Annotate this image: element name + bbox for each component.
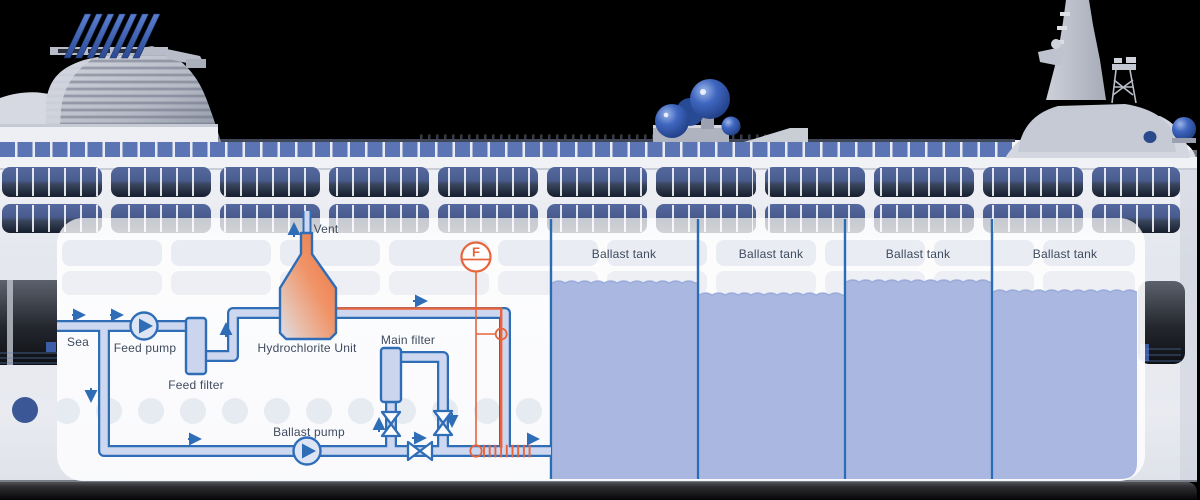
cabin-window-cluster [1092,167,1180,197]
lattice-tower [1111,57,1137,104]
hull-opening-right [1138,281,1185,364]
overlay-panel [57,218,1145,481]
deck-ramp [744,128,808,142]
cabin-window-mullions [1095,168,1177,196]
cabin-window-mullions [332,168,426,196]
cabin-window-cluster [220,167,320,197]
cabin-window-mullions [441,168,535,196]
bow-edge-shading [1180,150,1197,480]
exhaust-fins [63,13,161,59]
cabin-window-cluster [111,167,211,197]
cabin-window-cluster [983,167,1083,197]
cabin-window-cluster [874,167,974,197]
porthole [12,397,38,423]
hull-opening-left [0,280,57,365]
cabin-window-mullions [223,168,317,196]
cabin-window-mullions [5,168,99,196]
cabin-window-mullions [659,168,753,196]
promenade-band [0,157,1197,169]
cabin-window-mullions [986,168,1080,196]
cabin-window-cluster [2,167,102,197]
cabin-window-mullions [114,168,208,196]
cabin-window-cluster [438,167,538,197]
cabin-window-cluster [329,167,429,197]
cabin-window-mullions [550,168,644,196]
keel-strip [0,481,1197,500]
funnel [0,13,221,142]
deck-line [0,480,1197,482]
bow-dome [1172,117,1196,141]
deck-machinery [653,79,808,142]
radar-mast [1005,0,1196,158]
cabin-window-mullions [768,168,862,196]
deck-window-strip [0,142,1012,157]
strip-top-line [0,139,1015,142]
deck-slab [0,126,218,142]
cabin-window-cluster [765,167,865,197]
cabin-window-mullions [877,168,971,196]
mooring-dome [1143,131,1157,143]
cabin-window-cluster [656,167,756,197]
cabin-window-cluster [547,167,647,197]
